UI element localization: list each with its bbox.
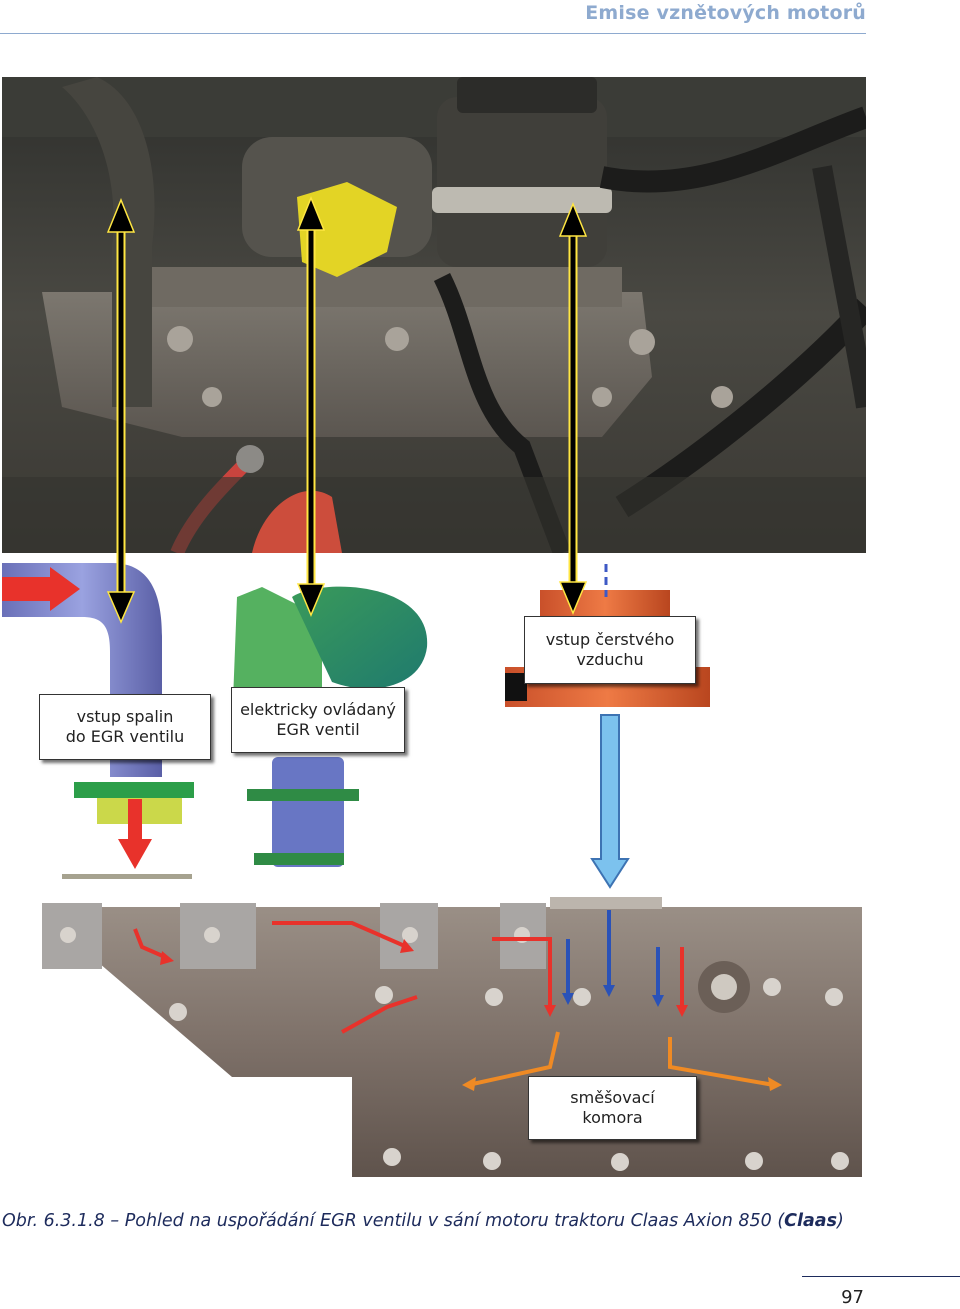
footer-rule	[802, 1276, 960, 1277]
figure-caption: Obr. 6.3.1.8 – Pohled na uspořádání EGR …	[2, 1211, 844, 1231]
label-mixing-chamber-line-2: komora	[582, 1108, 643, 1127]
engine-photo	[2, 77, 866, 557]
header-rule	[0, 33, 866, 34]
label-mixing-chamber-line-1: směšovací	[570, 1088, 655, 1107]
label-mixing-chamber: směšovací komora	[528, 1076, 697, 1140]
exhaust-flow-arrow	[118, 799, 152, 869]
label-fresh-air: vstup čerstvého vzduchu	[524, 616, 696, 684]
running-header: Emise vznětových motorů	[585, 2, 866, 24]
label-egr-valve: elektricky ovládaný EGR ventil	[231, 687, 405, 753]
label-egr-valve-line-2: EGR ventil	[276, 720, 360, 739]
label-fresh-air-line-2: vzduchu	[576, 650, 644, 669]
figure-caption-source: Claas	[784, 1211, 838, 1231]
egr-valve-pointer-arrow	[296, 196, 326, 617]
label-exhaust-inlet-line-1: vstup spalin	[76, 707, 174, 726]
exhaust-entry-arrow	[2, 567, 80, 611]
fresh-air-flow-arrow	[590, 714, 630, 889]
figure-caption-text: Obr. 6.3.1.8 – Pohled na uspořádání EGR …	[2, 1211, 785, 1231]
exhaust-internal-arrows	[133, 921, 684, 1034]
label-exhaust-inlet-line-2: do EGR ventilu	[65, 727, 185, 746]
annotation-arrows	[106, 196, 588, 624]
fresh-air-pointer-arrow	[558, 202, 588, 615]
egr-render	[2, 553, 866, 1201]
page-number: 97	[841, 1287, 864, 1308]
mixed-flow-arrows	[467, 1031, 775, 1087]
fresh-air-internal-arrows	[566, 910, 660, 997]
label-exhaust-inlet: vstup spalin do EGR ventilu	[39, 694, 211, 760]
figure-caption-tail: )	[837, 1211, 844, 1231]
egr-figure: vstup spalin do EGR ventilu elektricky o…	[2, 77, 866, 1201]
exhaust-inlet-pointer-arrow	[106, 198, 136, 624]
label-fresh-air-line-1: vstup čerstvého	[545, 630, 675, 649]
label-egr-valve-line-1: elektricky ovládaný	[240, 700, 396, 719]
